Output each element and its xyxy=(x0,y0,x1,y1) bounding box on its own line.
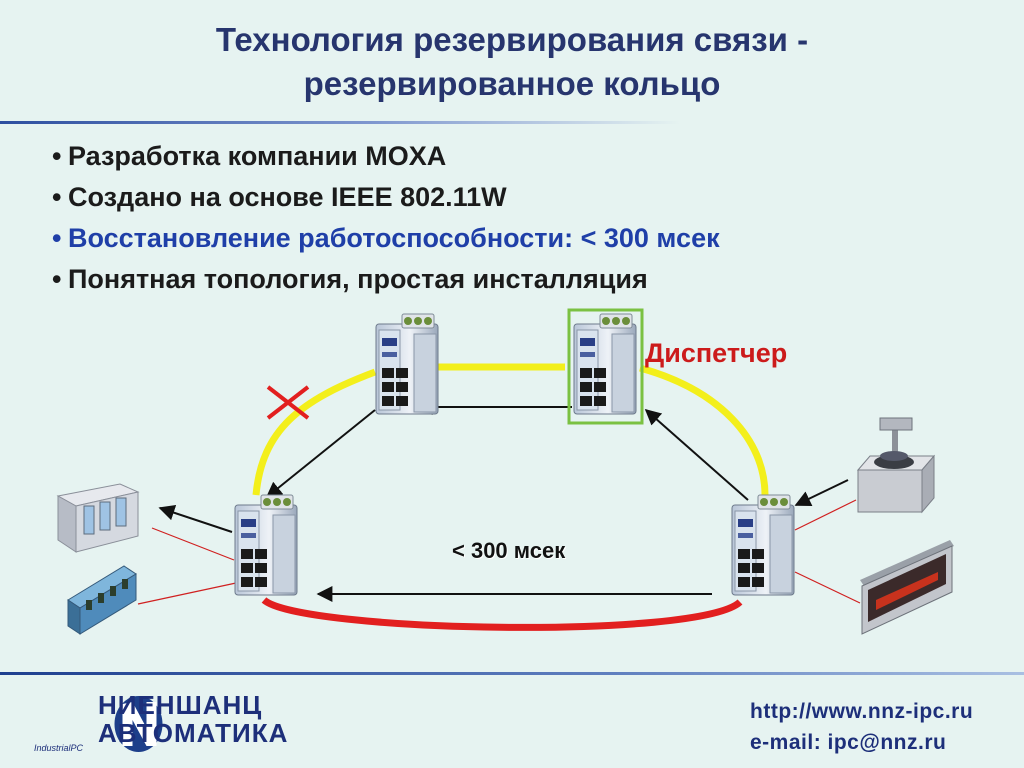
dispatcher-highlight-frame xyxy=(567,308,644,425)
title-divider xyxy=(0,121,680,124)
footer-divider xyxy=(0,672,1024,675)
device-link-terminal xyxy=(794,499,857,531)
title-line-1: Технология резервирования связи - xyxy=(215,21,809,58)
bullet-symbol: • xyxy=(52,223,62,253)
logo-line-1: НИЕНШАНЦ xyxy=(98,690,263,720)
bullet-list: •Разработка компании MOXA •Создано на ос… xyxy=(52,136,720,300)
switch-dispatcher xyxy=(573,313,637,415)
ring-link-left-broken xyxy=(252,368,377,496)
switch-bottom-left xyxy=(234,494,298,596)
arrow-from-machine-terminal xyxy=(794,479,849,506)
ring-link-right xyxy=(639,364,769,496)
bullet-text: Понятная топология, простая инсталляция xyxy=(68,264,648,294)
switch-top-left xyxy=(375,313,439,415)
bullet-item: •Понятная топология, простая инсталляция xyxy=(52,259,720,300)
link-fault-icon xyxy=(266,385,310,420)
bullet-item: •Разработка компании MOXA xyxy=(52,136,720,177)
title-line-2: резервированное кольцо xyxy=(303,65,721,102)
email-link[interactable]: e-mail: ipc@nnz.ru xyxy=(750,731,947,754)
bullet-text: Создано на основе IEEE 802.11W xyxy=(68,182,507,212)
switch-bottom-right xyxy=(731,494,795,596)
bullet-item-highlight: •Восстановление работоспособности: < 300… xyxy=(52,218,720,259)
led-sign-board-icon xyxy=(860,540,954,635)
company-logo-icon xyxy=(114,696,163,752)
bullet-item: •Создано на основе IEEE 802.11W xyxy=(52,177,720,218)
page-title: Технология резервирования связи - резерв… xyxy=(0,18,1024,106)
bullet-text: Восстановление работоспособности: < 300 … xyxy=(68,223,720,253)
plc-module-icon xyxy=(67,565,137,635)
logo-line-2: АВТОМАТИКА xyxy=(98,718,289,748)
device-link-sign xyxy=(794,571,861,604)
control-cabinet-icon xyxy=(56,483,140,553)
machine-terminal-icon xyxy=(856,417,936,514)
logo-subline: IndustrialPC xyxy=(34,743,84,753)
bullet-symbol: • xyxy=(52,141,62,171)
dispatcher-label: Диспетчер xyxy=(645,338,788,368)
recovery-time-label: < 300 мсек xyxy=(452,538,566,563)
bullet-text: Разработка компании MOXA xyxy=(68,141,447,171)
bullet-symbol: • xyxy=(52,182,62,212)
website-link[interactable]: http://www.nnz-ipc.ru xyxy=(750,700,974,723)
arrow-to-control-cabinet xyxy=(158,504,233,533)
bullet-symbol: • xyxy=(52,264,62,294)
backup-link-bottom xyxy=(261,597,743,631)
device-link-cabinet xyxy=(151,527,235,561)
device-link-plc xyxy=(137,582,237,605)
arrow-right-to-dispatcher xyxy=(644,408,749,501)
arrow-top-left-to-left xyxy=(265,409,376,499)
